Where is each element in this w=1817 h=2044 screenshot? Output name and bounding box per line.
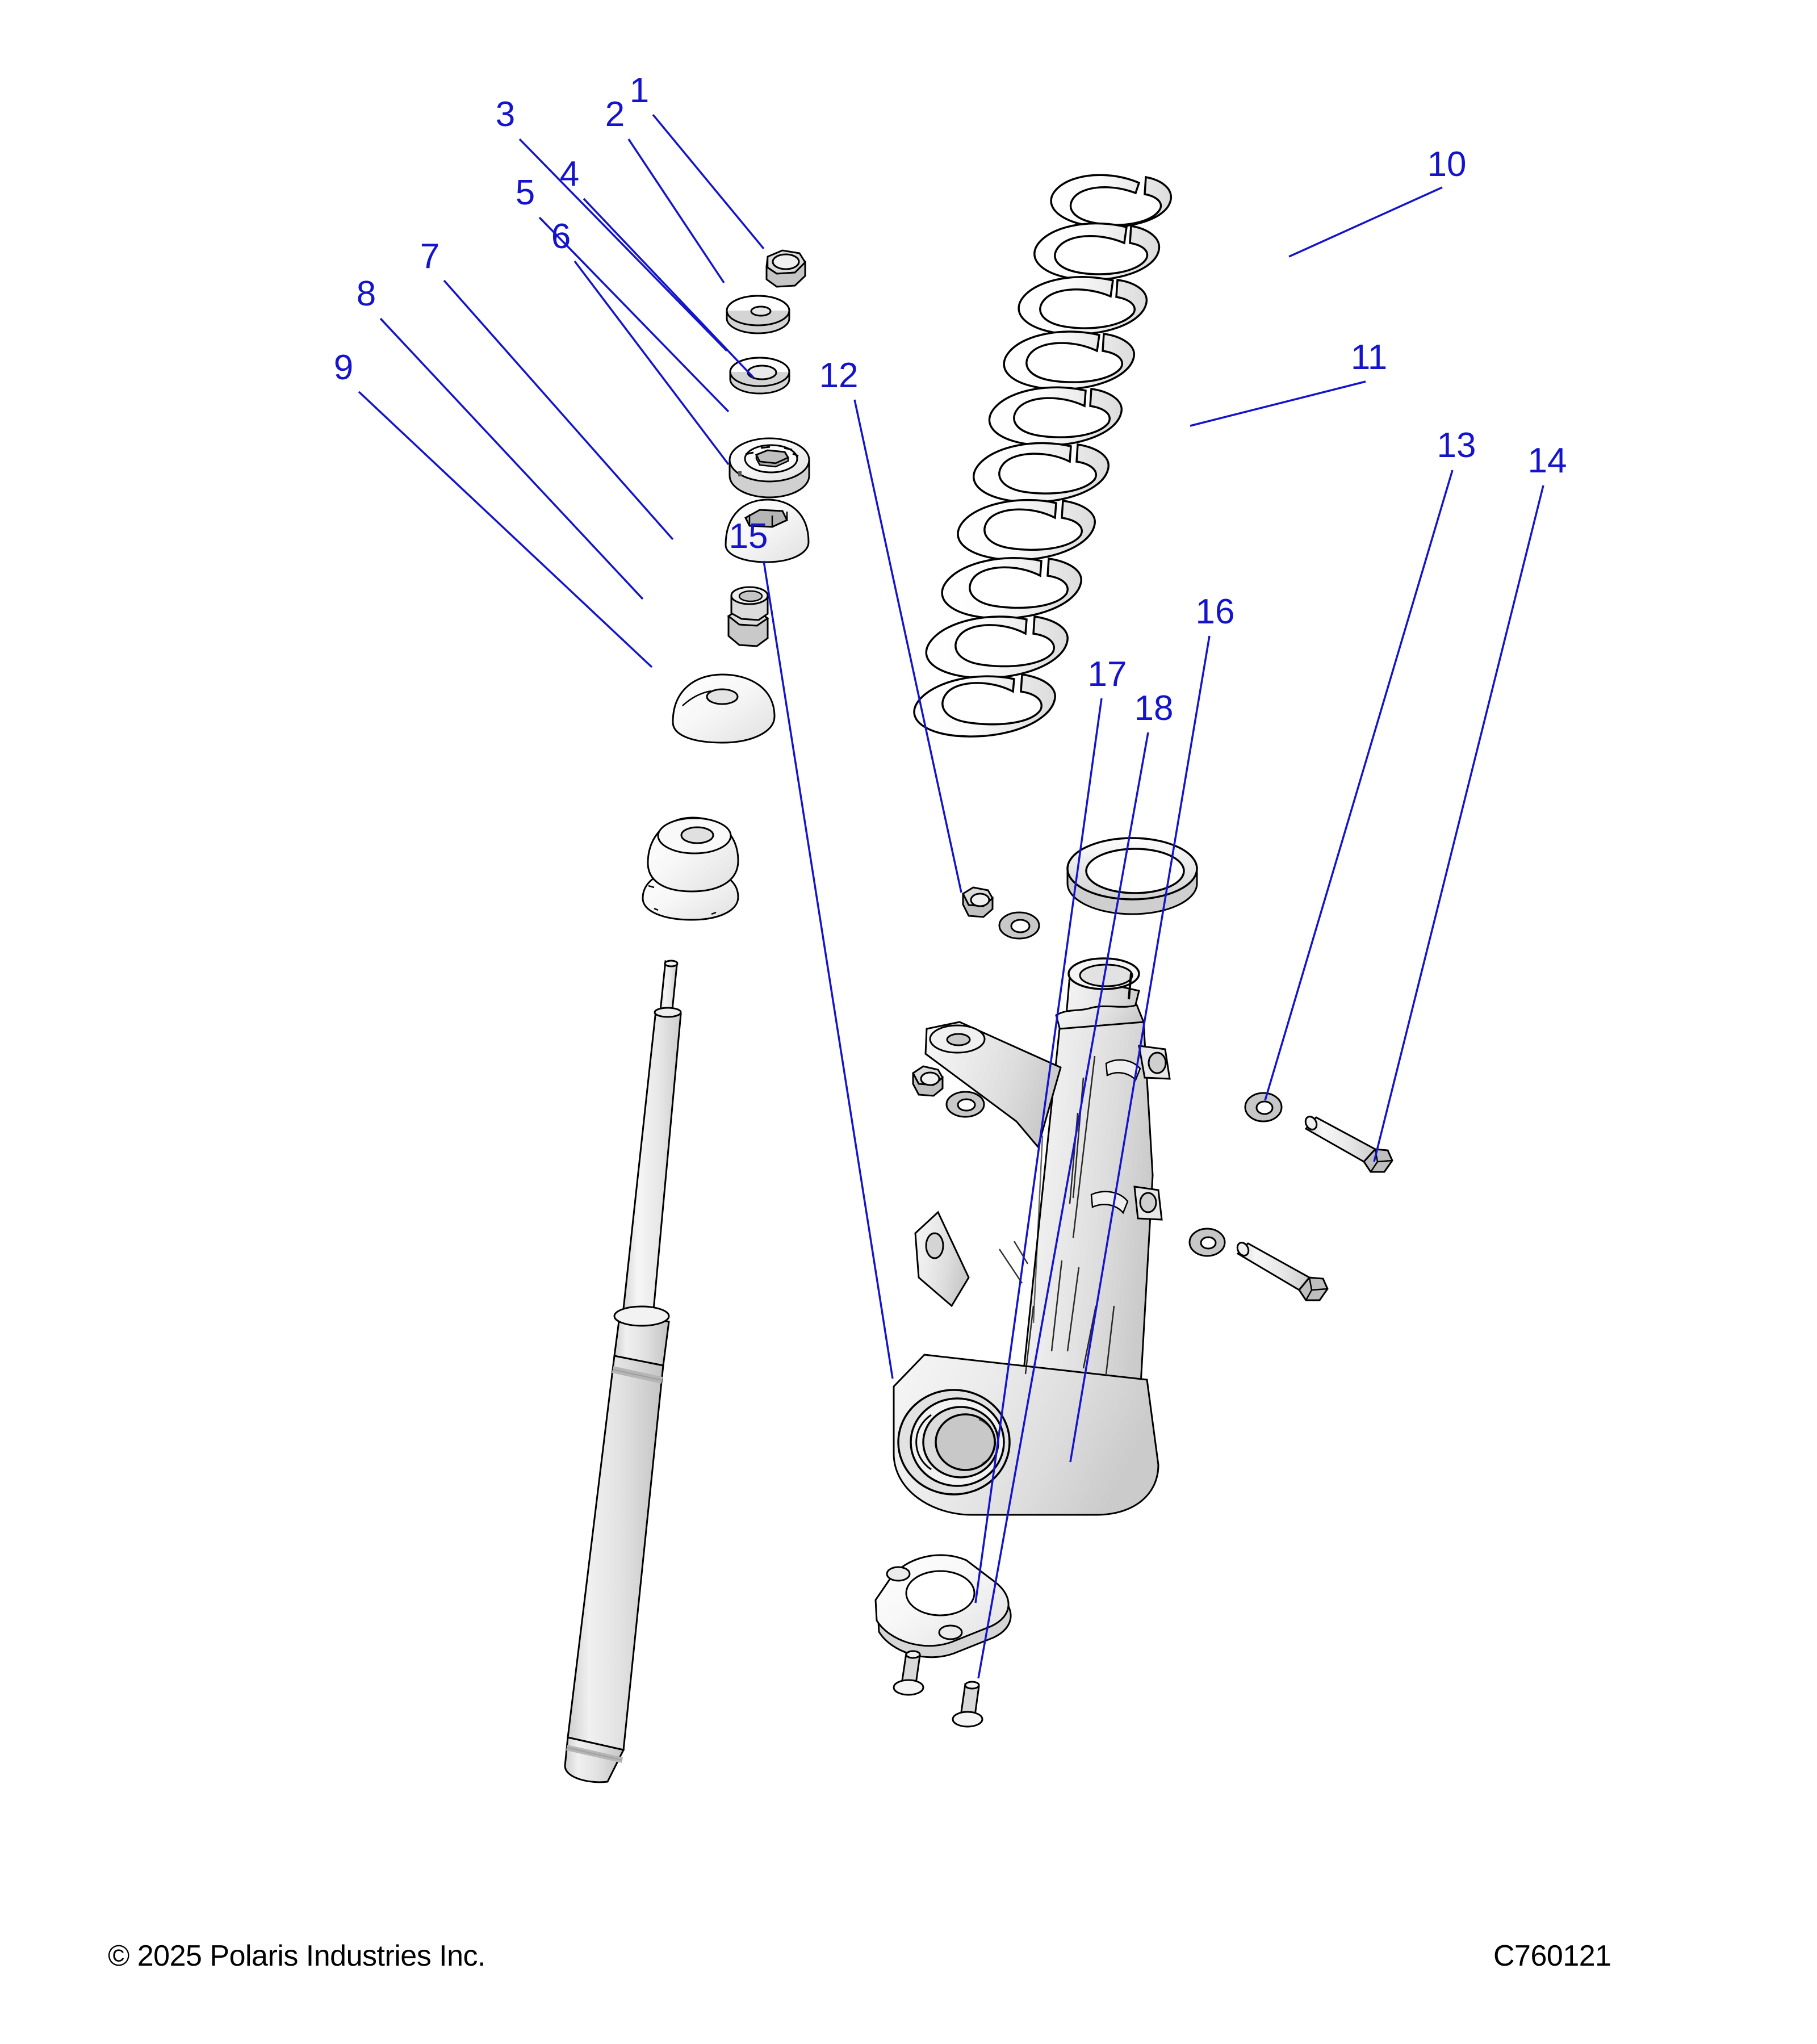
part-2-flat-washer-large: [726, 295, 790, 334]
callout-leader-5: [538, 216, 730, 413]
part-5-dome-cap: [725, 499, 810, 563]
callout-number-3[interactable]: 3: [496, 95, 515, 134]
callout-leader-10: [1288, 186, 1443, 258]
part-4-upper-strut-mount: [729, 437, 810, 499]
callout-leader-11: [1190, 380, 1366, 427]
callout-leader-3: [518, 138, 728, 352]
callout-number-8[interactable]: 8: [357, 274, 376, 313]
callout-number-10[interactable]: 10: [1427, 145, 1467, 184]
hex-bolt-lower-right: [1236, 1242, 1329, 1301]
part-14-hex-bolt: [1304, 1116, 1393, 1173]
part-12-hex-nut: [962, 886, 994, 918]
callout-number-1[interactable]: 1: [630, 71, 649, 110]
callout-number-4[interactable]: 4: [560, 154, 579, 194]
hex-nut-lower-left: [912, 1065, 944, 1097]
callout-leader-14: [1373, 485, 1544, 1162]
part-1-lock-nut: [765, 249, 806, 288]
callout-number-5[interactable]: 5: [516, 173, 535, 212]
callout-number-11[interactable]: 11: [1351, 338, 1387, 377]
part-9-shock-absorber: [564, 960, 682, 1783]
callout-number-2[interactable]: 2: [605, 95, 625, 134]
callout-number-15[interactable]: 15: [729, 517, 768, 556]
callout-number-17[interactable]: 17: [1088, 655, 1127, 694]
callout-leader-17: [974, 698, 1103, 1603]
callout-number-14[interactable]: 14: [1528, 441, 1567, 480]
callout-leader-16: [1069, 635, 1211, 1463]
callout-leader-lines: [358, 114, 1544, 1679]
callout-leader-7: [443, 279, 674, 541]
callout-leader-4: [583, 198, 755, 379]
part-18-retainer-screw-right: [952, 1681, 983, 1728]
part-6-hex-spacer-nut: [727, 586, 769, 647]
part-10-coil-spring: [913, 174, 1172, 738]
washer-lower-left: [945, 1091, 985, 1118]
washer-upper-knuckle: [998, 911, 1040, 940]
copyright-notice: © 2025 Polaris Industries Inc.: [108, 1940, 486, 1972]
callout-leader-6: [573, 260, 730, 466]
callout-number-18[interactable]: 18: [1134, 689, 1174, 728]
callout-number-6[interactable]: 6: [551, 217, 571, 256]
callout-leader-15: [763, 560, 894, 1379]
callout-leader-18: [977, 732, 1149, 1679]
part-11-spring-seat-isolator: [1066, 837, 1198, 915]
callout-number-7[interactable]: 7: [420, 237, 439, 276]
part-7-dust-cap: [672, 673, 776, 744]
callout-leader-13: [1264, 470, 1454, 1101]
callout-number-13[interactable]: 13: [1437, 426, 1476, 465]
callout-number-9[interactable]: 9: [334, 348, 353, 387]
part-15-wheel-bearing: [897, 1389, 1011, 1496]
part-18-retainer-screw-left: [893, 1650, 924, 1696]
part-13-flat-washer-small: [1244, 1092, 1283, 1122]
washer-lower-right: [1188, 1228, 1226, 1257]
drawing-part-number: C760121: [1493, 1940, 1611, 1972]
part-3-flat-washer: [729, 357, 790, 395]
callout-leader-9: [358, 391, 653, 668]
part-8-jounce-bumper: [642, 816, 739, 921]
callout-number-12[interactable]: 12: [819, 356, 859, 395]
callout-leader-1: [652, 114, 765, 250]
callout-leader-12: [853, 399, 962, 893]
callout-leader-2: [627, 139, 725, 283]
callout-leader-8: [379, 317, 644, 600]
callout-number-16[interactable]: 16: [1196, 592, 1235, 631]
